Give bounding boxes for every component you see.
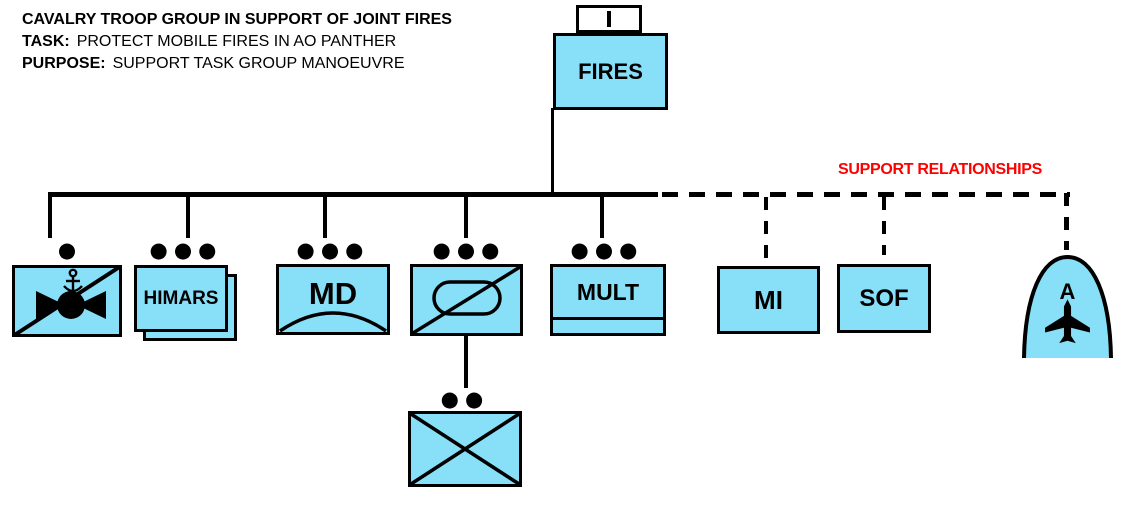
connector-drop-naval [48,195,52,238]
unit-himars-label: HIMARS [143,287,219,309]
echelon-dots-armour: ●●● [432,238,506,262]
unit-sof: SOF [837,264,931,333]
connector-dashed-drop-sof [882,197,886,255]
purpose-text: SUPPORT TASK GROUP MANOEUVRE [112,55,405,72]
unit-naval-gunfire [12,265,122,337]
unit-infantry-child [408,411,522,487]
fires-echelon-box [576,5,642,33]
unit-himars: HIMARS [134,265,228,332]
airplane-icon [1045,299,1090,344]
connector-child-drop [464,336,468,388]
echelon-dots-mult: ●●● [570,238,644,262]
purpose-label: PURPOSE: [22,55,106,72]
air-defence-arc-icon [279,311,387,332]
unit-armour-slash [410,264,523,336]
unit-sof-label: SOF [859,284,909,312]
unit-air-label: A [1059,279,1076,304]
unit-mult-label: MULT [576,278,640,305]
mission-header: CAVALRY TROOP GROUP IN SUPPORT OF JOINT … [22,9,452,75]
unit-mi-label: MI [754,284,783,315]
connector-dashed-drop-mi [764,197,768,259]
echelon-dots-md: ●●● [296,238,370,262]
unit-fires-label: FIRES [578,58,643,84]
echelon-dots-child: ●● [440,387,490,411]
echelon-dots-naval: ● [57,238,83,262]
task-text: PROTECT MOBILE FIRES IN AO PANTHER [76,33,397,50]
support-relationships-label: SUPPORT RELATIONSHIPS [837,161,1043,178]
connector-drop-mult [600,197,604,238]
mult-bottom-band-line [553,317,663,320]
unit-md: MD [276,264,390,335]
connector-drop-armour [464,197,468,238]
bowtie-anchor-slash-icon [15,268,119,334]
unit-air: A [1020,253,1115,359]
connector-main-dashed [662,192,1070,197]
connector-drop-himars [186,197,190,238]
crossed-box-icon [411,414,519,484]
connector-drop-md [323,197,327,238]
unit-md-label: MD [308,275,358,311]
connector-main-solid [48,192,658,197]
stadium-slash-icon [413,267,520,333]
connector-fires-drop [551,108,554,194]
company-echelon-tick-icon [607,11,611,27]
connector-dashed-drop-air [1064,193,1069,250]
unit-mult: MULT [550,264,666,336]
chart-title: CAVALRY TROOP GROUP IN SUPPORT OF JOINT … [22,11,452,28]
unit-fires: FIRES [553,33,668,110]
task-label: TASK: [22,33,70,50]
unit-mi: MI [717,266,820,334]
echelon-dots-himars: ●●● [149,238,223,262]
